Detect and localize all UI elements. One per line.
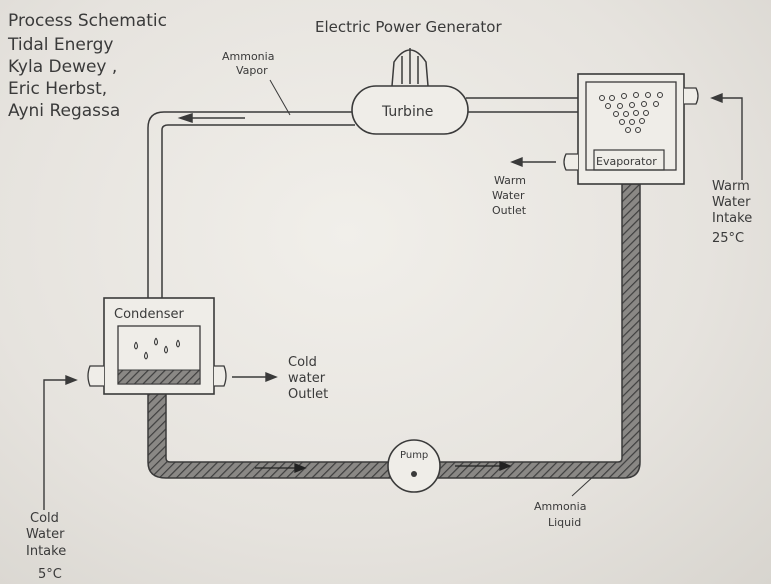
turbine bbox=[351, 85, 469, 135]
ammonia-vapor-label-2: Vapor bbox=[236, 64, 268, 77]
vapor-flow-arrow bbox=[177, 112, 245, 124]
evaporator-label: Evaporator bbox=[596, 155, 657, 168]
cold-intake-label-2: Water bbox=[26, 527, 65, 542]
warm-outlet-label-1: Warm bbox=[494, 174, 526, 187]
cold-water-ports bbox=[87, 365, 227, 387]
cold-intake-label-4: 5°C bbox=[38, 567, 62, 582]
ammonia-liquid-pipe bbox=[147, 183, 641, 479]
condenser bbox=[87, 297, 227, 395]
pump-label: Pump bbox=[400, 450, 428, 461]
header-line-2: Tidal Energy bbox=[7, 35, 113, 55]
cold-outlet-label-3: Outlet bbox=[288, 387, 328, 402]
header-line-4: Eric Herbst, bbox=[8, 79, 107, 99]
warm-intake-label-2: Water bbox=[712, 195, 751, 210]
electric-generator bbox=[391, 48, 429, 87]
pump bbox=[387, 439, 441, 493]
cold-outlet-label-1: Cold bbox=[288, 355, 317, 370]
condenser-label: Condenser bbox=[114, 307, 185, 322]
ammonia-liquid-label-1: Ammonia bbox=[534, 500, 586, 513]
ammonia-liquid-label-2: Liquid bbox=[548, 516, 581, 529]
header-line-1: Process Schematic bbox=[8, 11, 167, 31]
warm-outlet-label-3: Outlet bbox=[492, 204, 527, 217]
header-notes: Process Schematic Tidal Energy Kyla Dewe… bbox=[7, 11, 167, 121]
warm-water-ports bbox=[563, 87, 699, 171]
cold-intake-label-1: Cold bbox=[30, 511, 59, 526]
generator-label: Electric Power Generator bbox=[315, 18, 502, 36]
leader-lines bbox=[269, 79, 597, 497]
evaporator-bubbles bbox=[599, 92, 663, 133]
turbine-label: Turbine bbox=[381, 104, 433, 120]
cold-outlet-label-2: water bbox=[288, 371, 326, 386]
warm-intake-label-1: Warm bbox=[712, 179, 750, 194]
water-flow-arrows bbox=[43, 92, 743, 510]
warm-outlet-label-2: Water bbox=[492, 189, 525, 202]
cold-intake-label-3: Intake bbox=[26, 544, 66, 559]
condensate-drops bbox=[134, 337, 180, 360]
warm-intake-label-3: Intake bbox=[712, 211, 752, 226]
ammonia-vapor-label-1: Ammonia bbox=[222, 50, 274, 63]
header-line-3: Kyla Dewey , bbox=[8, 57, 117, 77]
header-line-5: Ayni Regassa bbox=[8, 101, 120, 121]
warm-intake-label-4: 25°C bbox=[712, 231, 744, 246]
liquid-flow-arrows bbox=[255, 461, 512, 473]
evaporator bbox=[563, 73, 699, 185]
ammonia-vapor-pipe bbox=[147, 97, 578, 298]
